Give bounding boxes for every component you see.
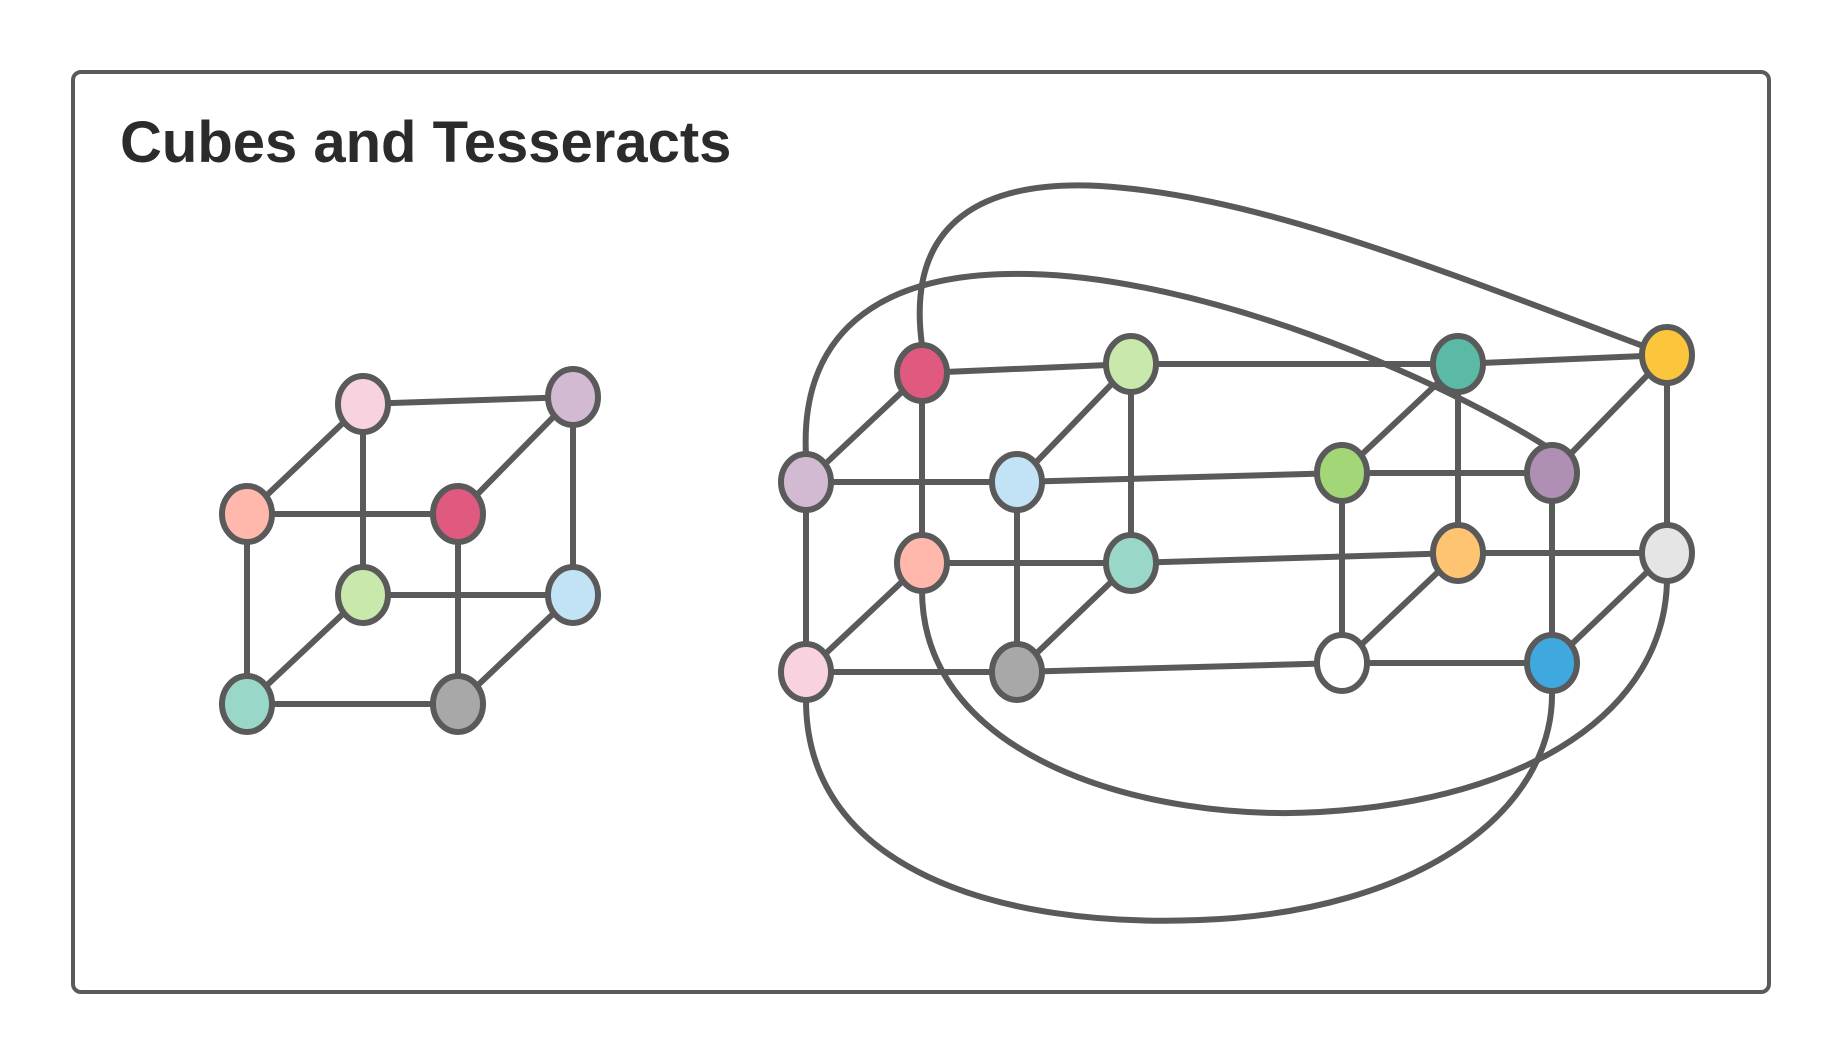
nodes-layer	[219, 324, 1695, 735]
node-c_bfl	[219, 483, 275, 545]
node-t_a5	[894, 532, 950, 594]
edges-layer	[244, 182, 1670, 924]
edge-t_a7-t_b8	[803, 687, 1556, 924]
node-c_ffr	[430, 673, 486, 735]
node-c_fbr	[545, 564, 601, 626]
edge-t_a1-t_b4	[802, 270, 1555, 458]
node-c_fbl	[335, 564, 391, 626]
node-c_bbr	[545, 366, 601, 428]
edge-t_a2-t_b2	[916, 182, 1670, 358]
node-t_a8	[989, 641, 1045, 703]
node-t_b6	[1639, 522, 1695, 584]
node-c_bfr	[430, 483, 486, 545]
node-t_a6	[1103, 532, 1159, 594]
node-t_b8	[1524, 632, 1580, 694]
edge-t_a6-t_b5	[1128, 550, 1461, 566]
node-t_b3	[1314, 442, 1370, 504]
diagram-title: Cubes and Tesseracts	[120, 110, 732, 175]
node-t_b7	[1314, 632, 1370, 694]
edge-t_a8-t_b7	[1014, 660, 1345, 675]
node-t_b5	[1430, 522, 1486, 584]
node-t_a4	[989, 451, 1045, 513]
node-c_ffl	[219, 673, 275, 735]
node-t_a1	[778, 451, 834, 513]
edge-t_a2-t_a3	[919, 361, 1134, 376]
node-t_a7	[778, 641, 834, 703]
node-t_b2	[1639, 324, 1695, 386]
node-c_bbl	[335, 373, 391, 435]
edge-t_a4-t_b3	[1014, 470, 1345, 485]
edge-t_b1-t_b2	[1455, 352, 1670, 367]
node-t_b4	[1524, 442, 1580, 504]
node-t_a3	[1103, 333, 1159, 395]
edge-c_bbl-c_bbr	[360, 394, 576, 407]
edge-t_a5-t_b6	[919, 577, 1670, 816]
node-t_b1	[1430, 333, 1486, 395]
node-t_a2	[894, 342, 950, 404]
